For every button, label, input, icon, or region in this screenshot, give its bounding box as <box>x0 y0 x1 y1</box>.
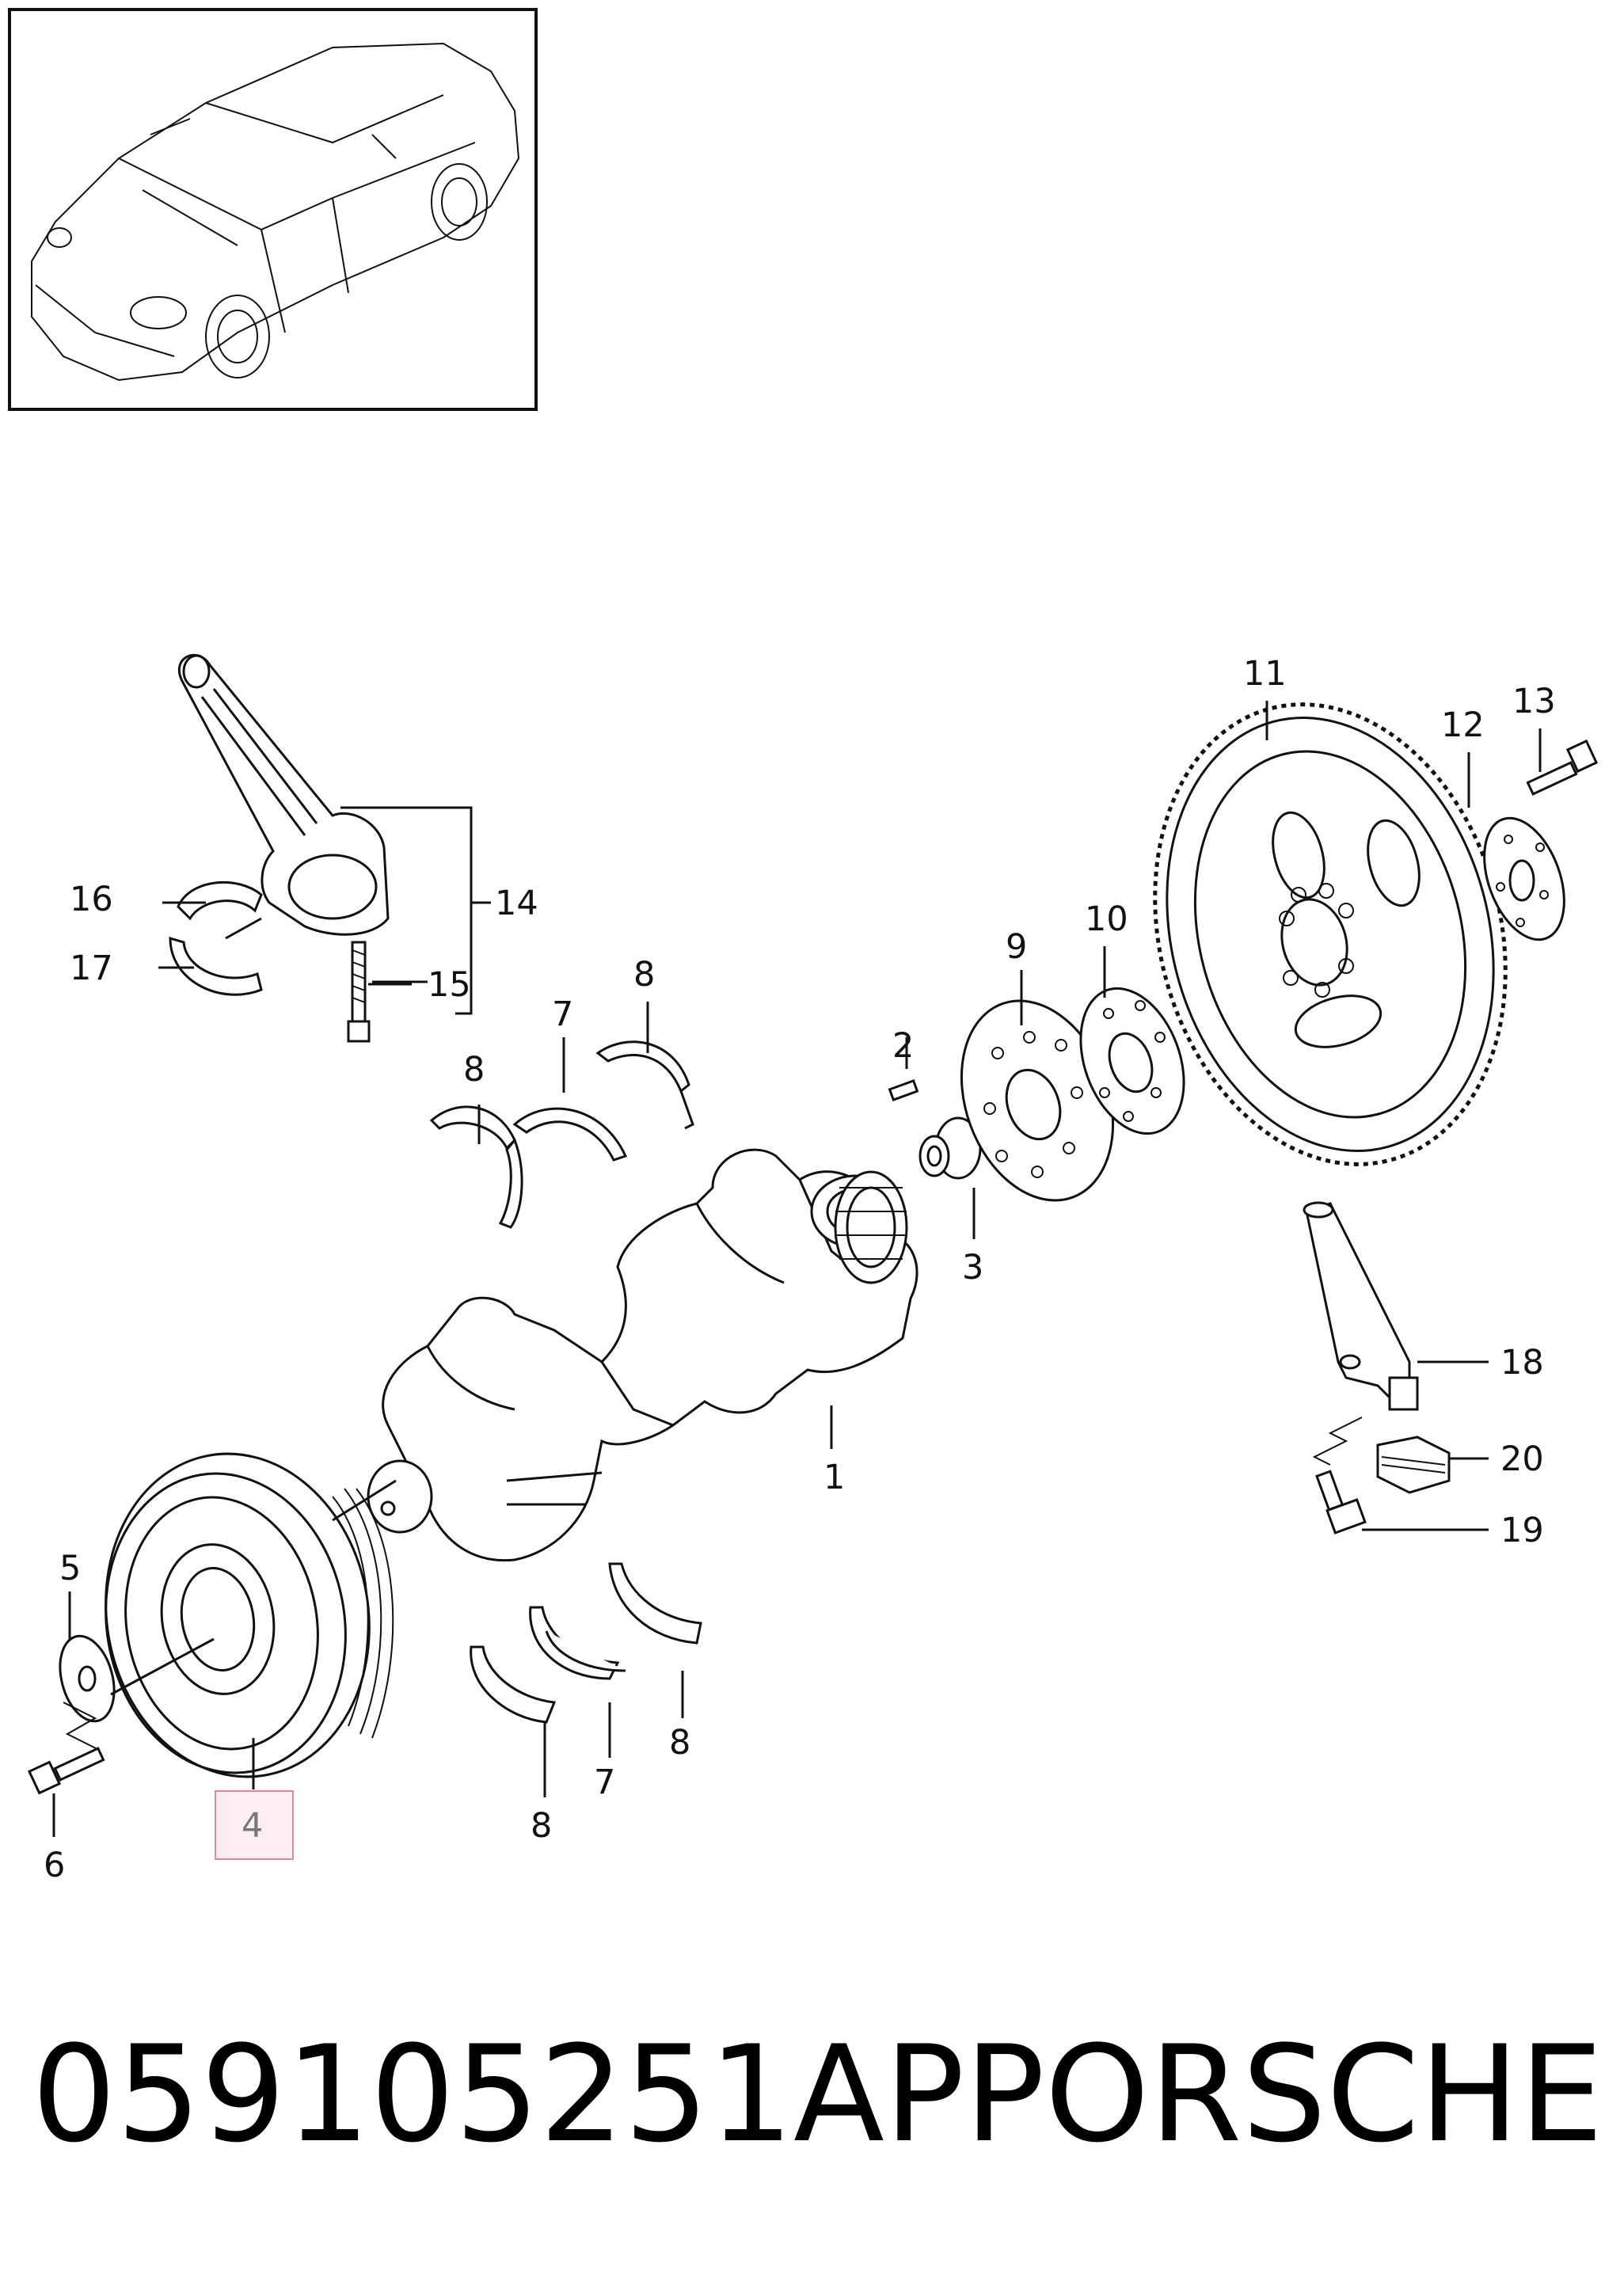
car-thumbnail <box>8 8 538 411</box>
sensor-leader <box>1312 1417 1363 1466</box>
callout-1[interactable]: 1 <box>823 1458 845 1497</box>
footer: 059105251AP PORSCHE <box>32 2015 1603 2173</box>
main-bearing-shells-upper <box>429 1040 694 1229</box>
dowel-pin <box>888 1079 919 1101</box>
callout-12[interactable]: 12 <box>1441 705 1485 745</box>
callout-11[interactable]: 11 <box>1243 654 1287 694</box>
part-number: 059105251AP <box>32 2017 965 2172</box>
crank-sprocket <box>834 1170 908 1284</box>
flywheel <box>1153 702 1508 1166</box>
highlight-box-4 <box>215 1790 294 1860</box>
callout-8-upper-left[interactable]: 8 <box>463 1050 485 1090</box>
crankshaft <box>367 1148 918 1562</box>
callout-20[interactable]: 20 <box>1500 1439 1544 1479</box>
callout-5[interactable]: 5 <box>59 1549 81 1588</box>
bolt-leader <box>63 1702 100 1751</box>
callout-8-lower-right[interactable]: 8 <box>669 1723 690 1763</box>
spacer-washer <box>1079 987 1185 1135</box>
main-bearing-shells-lower <box>470 1562 702 1724</box>
flywheel-bolt <box>1526 739 1599 796</box>
callout-18[interactable]: 18 <box>1500 1343 1544 1382</box>
brand-name: PORSCHE <box>964 2017 1603 2172</box>
pulley-bolt <box>27 1747 105 1795</box>
axis-line <box>110 1479 397 1696</box>
callout-8-lower-left[interactable]: 8 <box>531 1806 552 1846</box>
sensor-bolt <box>1315 1470 1367 1535</box>
callout-7-lower[interactable]: 7 <box>594 1763 615 1802</box>
callout-16[interactable]: 16 <box>70 880 113 919</box>
vibration-damper-pulley <box>105 1452 394 1778</box>
callout-4[interactable]: 4 <box>242 1806 263 1846</box>
pulley-washer <box>59 1634 116 1723</box>
conrod-bearing-shells <box>169 880 263 996</box>
callout-6[interactable]: 6 <box>44 1846 65 1885</box>
pilot-bush <box>918 1116 982 1180</box>
callout-17[interactable]: 17 <box>70 949 113 988</box>
speed-sensor <box>1303 1201 1419 1411</box>
callout-8-upper-right[interactable]: 8 <box>633 955 655 994</box>
connecting-rod <box>177 653 390 936</box>
callout-14[interactable]: 14 <box>495 884 538 923</box>
bracket-14 <box>340 806 491 1015</box>
callout-9[interactable]: 9 <box>1006 927 1027 967</box>
callout-13[interactable]: 13 <box>1512 682 1556 721</box>
conrod-bolt <box>347 941 371 1043</box>
callout-19[interactable]: 19 <box>1500 1511 1544 1550</box>
flywheel-washer <box>1483 816 1565 941</box>
callout-15[interactable]: 15 <box>428 965 471 1005</box>
callout-3[interactable]: 3 <box>962 1248 983 1287</box>
callout-2[interactable]: 2 <box>892 1026 914 1066</box>
car-thumbnail-icon <box>31 42 520 382</box>
callout-10[interactable]: 10 <box>1085 899 1128 939</box>
callout-7-upper[interactable]: 7 <box>552 994 573 1034</box>
sensor-spacer <box>1376 1436 1451 1494</box>
